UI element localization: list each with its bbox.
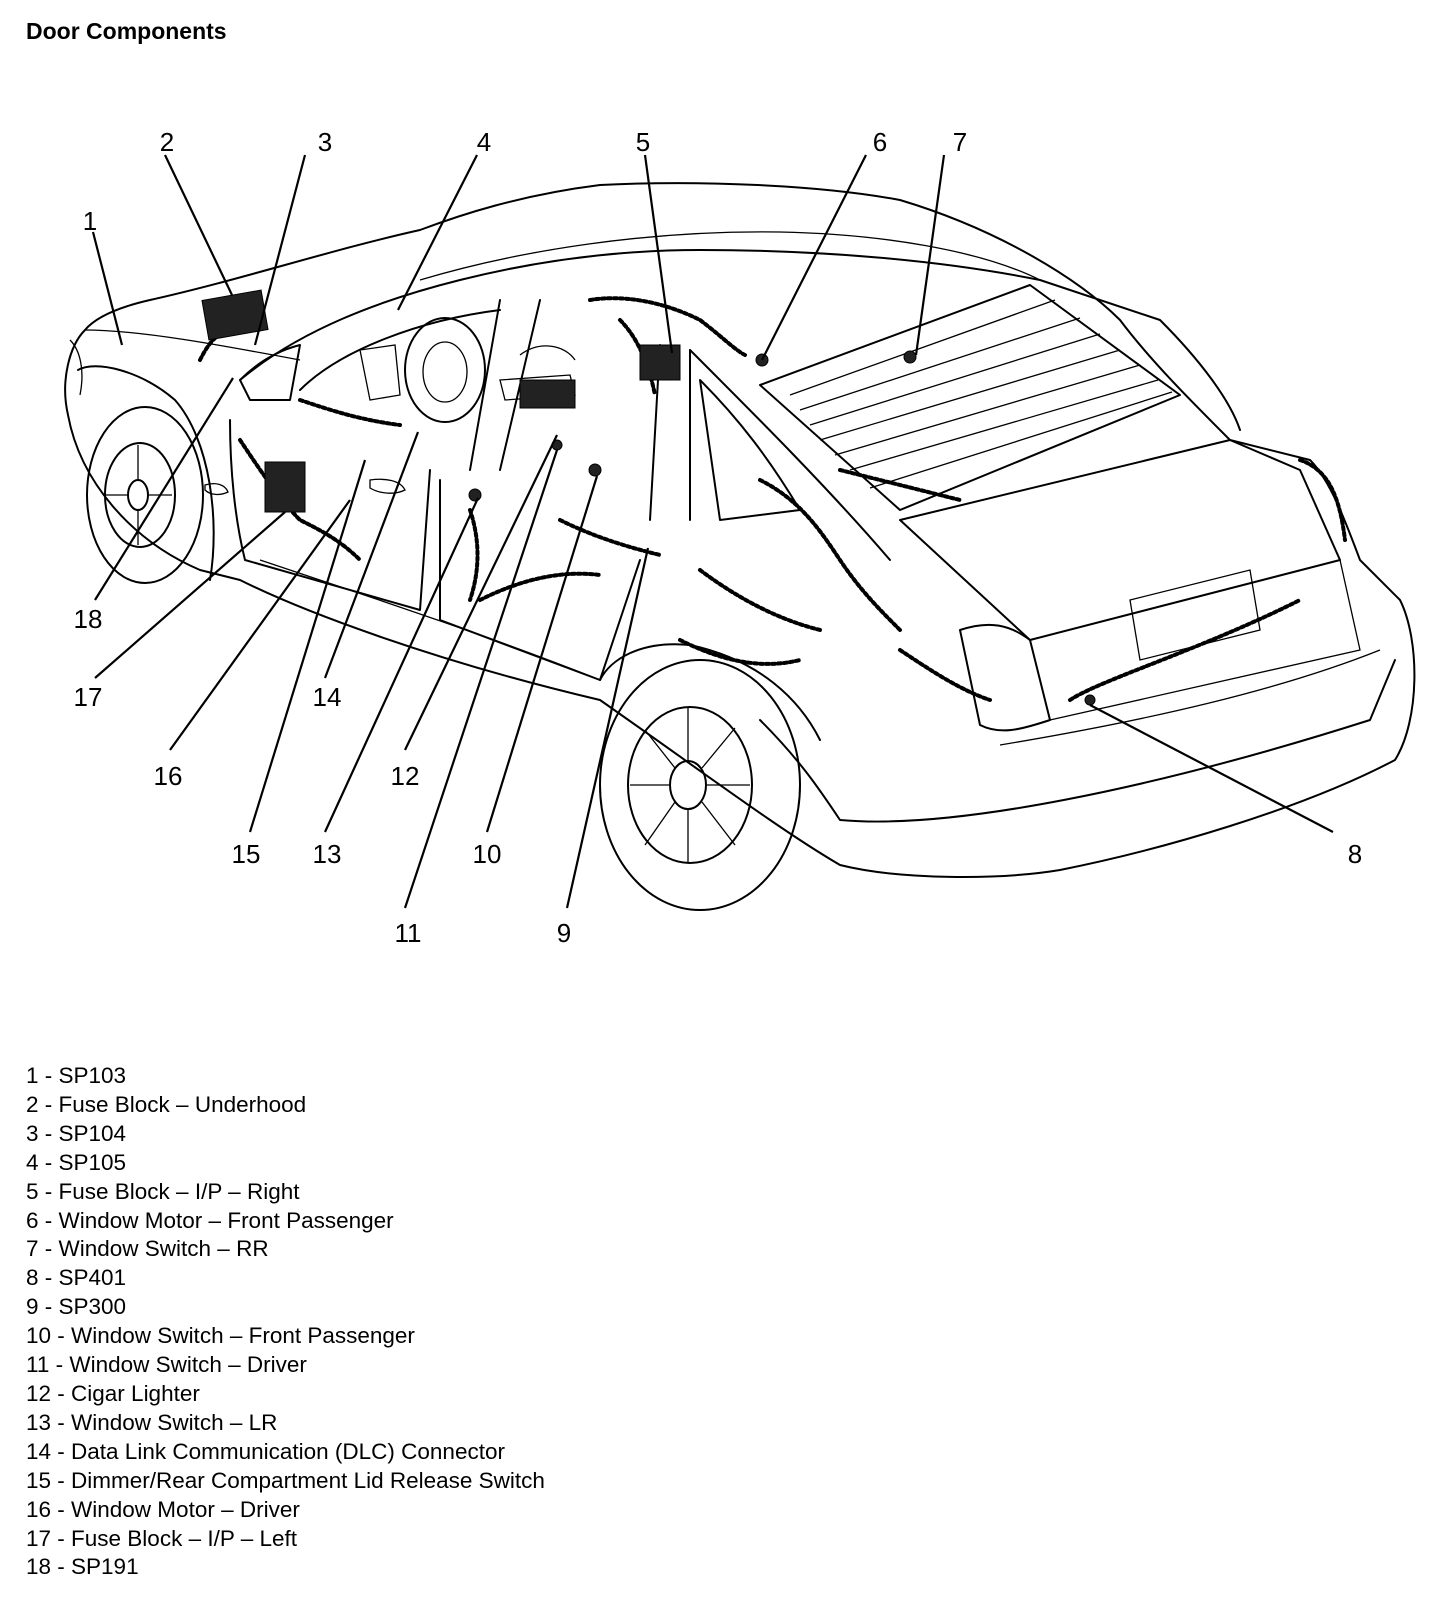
leader-16: [169, 499, 351, 751]
callout-number: 13: [313, 839, 342, 869]
callout-number: 11: [395, 918, 422, 948]
callout-number: 17: [74, 682, 103, 712]
leader-1: [91, 231, 124, 346]
legend-item: 9 - SP300: [26, 1294, 127, 1320]
page-title: Door Components: [26, 18, 227, 44]
callout-number: 9: [557, 918, 571, 948]
legend-item: 8 - SP401: [26, 1265, 127, 1291]
legend-item: 7 - Window Switch – RR: [26, 1236, 269, 1262]
car-illustration: [64, 182, 1416, 911]
leader-18: [94, 377, 234, 601]
legend-item: 16 - Window Motor – Driver: [26, 1496, 300, 1522]
leader-lines: [91, 154, 1334, 909]
callout-number: 10: [473, 839, 502, 869]
leader-6: [761, 154, 867, 361]
legend-item: 14 - Data Link Communication (DLC) Conne…: [26, 1438, 505, 1464]
leader-10: [485, 475, 599, 833]
callout-number: 7: [953, 127, 967, 157]
leader-13: [323, 497, 480, 833]
legend-item: 1 - SP103: [26, 1063, 127, 1088]
legend-item: 3 - SP104: [26, 1120, 127, 1146]
callout-number: 4: [477, 127, 491, 157]
leader-5: [643, 154, 674, 354]
callout-number: 16: [154, 761, 183, 791]
callout-number: 8: [1348, 839, 1362, 869]
leader-12: [404, 434, 558, 751]
callout-number: 6: [873, 127, 887, 157]
leader-2: [164, 154, 233, 296]
legend-item: 13 - Window Switch – LR: [26, 1409, 278, 1435]
legend-item: 18 - SP191: [26, 1554, 139, 1580]
legend-item: 2 - Fuse Block – Underhood: [26, 1091, 307, 1117]
callout-number: 2: [160, 127, 174, 157]
leader-3: [253, 154, 307, 346]
vehicle-diagram: 1 2 3 4 5 6 7 8 9 10 11 12 13 14 15 16 1…: [64, 127, 1416, 948]
legend-item: 17 - Fuse Block – I/P – Left: [26, 1525, 297, 1551]
legend-item: 11 - Window Switch – Driver: [26, 1352, 307, 1378]
legend-item: 12 - Cigar Lighter: [26, 1380, 200, 1406]
callout-numbers: 1 2 3 4 5 6 7 8 9 10 11 12 13 14 15 16 1…: [74, 127, 1363, 948]
leader-9: [565, 547, 650, 909]
legend-item: 10 - Window Switch – Front Passenger: [26, 1323, 415, 1349]
leader-4: [397, 154, 478, 311]
callout-number: 14: [313, 682, 342, 712]
leader-15: [248, 459, 367, 833]
legend-item: 5 - Fuse Block – I/P – Right: [26, 1178, 300, 1204]
leader-7: [914, 154, 946, 356]
legend-item: 15 - Dimmer/Rear Compartment Lid Release…: [26, 1467, 545, 1493]
callout-number: 15: [232, 839, 261, 869]
leader-14: [323, 431, 420, 679]
leader-17: [94, 511, 286, 679]
leader-8: [1089, 704, 1334, 833]
component-legend: 1 - SP103 2 - Fuse Block – Underhood 3 -…: [26, 1062, 545, 1582]
legend-item: 4 - SP105: [26, 1149, 127, 1175]
leader-11: [403, 449, 559, 909]
callout-number: 1: [83, 206, 97, 236]
callout-number: 3: [318, 127, 332, 157]
callout-number: 5: [636, 127, 650, 157]
legend-item: 6 - Window Motor – Front Passenger: [26, 1207, 394, 1233]
callout-number: 12: [391, 761, 420, 791]
callout-number: 18: [74, 604, 103, 634]
